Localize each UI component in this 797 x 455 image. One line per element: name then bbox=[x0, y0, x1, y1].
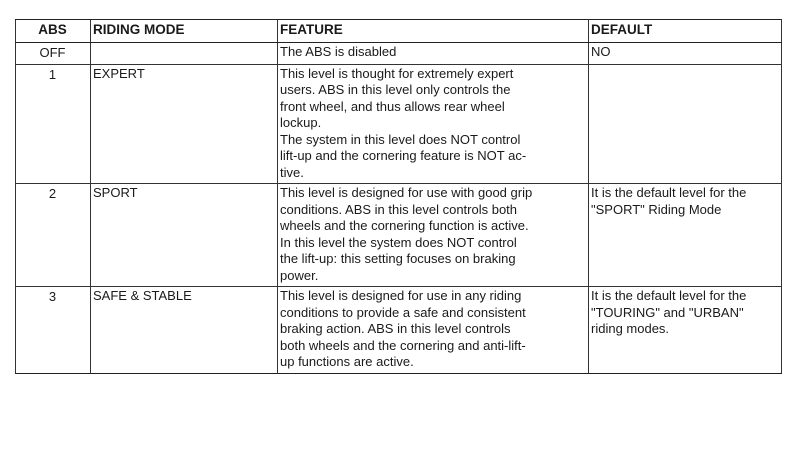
cell-default: NO bbox=[588, 42, 782, 65]
cell-default bbox=[588, 63, 782, 184]
header-default: DEFAULT bbox=[588, 19, 782, 43]
cell-abs: OFF bbox=[15, 42, 91, 65]
cell-default: It is the default level for the "TOURING… bbox=[588, 286, 782, 374]
header-abs: ABS bbox=[15, 19, 91, 43]
cell-abs: 3 bbox=[15, 286, 91, 374]
cell-feature: The ABS is disabled bbox=[277, 42, 589, 65]
table-row: 1 EXPERT This level is thought for extre… bbox=[15, 63, 782, 184]
cell-default: It is the default level for the "SPORT" … bbox=[588, 183, 782, 287]
table-header-row: ABS RIDING MODE FEATURE DEFAULT bbox=[15, 19, 782, 43]
cell-feature: This level is designed for use with good… bbox=[277, 183, 589, 287]
header-feature: FEATURE bbox=[277, 19, 589, 43]
table-row: 2 SPORT This level is designed for use w… bbox=[15, 183, 782, 287]
cell-abs: 1 bbox=[15, 63, 91, 184]
table-row: 3 SAFE & STABLE This level is designed f… bbox=[15, 286, 782, 374]
cell-feature: This level is designed for use in any ri… bbox=[277, 286, 589, 374]
cell-feature: This level is thought for extremely expe… bbox=[277, 63, 589, 184]
cell-abs: 2 bbox=[15, 183, 91, 287]
table-row: OFF The ABS is disabled NO bbox=[15, 42, 782, 65]
cell-riding-mode: SAFE & STABLE bbox=[90, 286, 278, 374]
cell-riding-mode bbox=[90, 42, 278, 65]
header-riding-mode: RIDING MODE bbox=[90, 19, 278, 43]
cell-riding-mode: EXPERT bbox=[90, 63, 278, 184]
cell-riding-mode: SPORT bbox=[90, 183, 278, 287]
abs-levels-table: ABS RIDING MODE FEATURE DEFAULT OFF The … bbox=[15, 19, 782, 374]
